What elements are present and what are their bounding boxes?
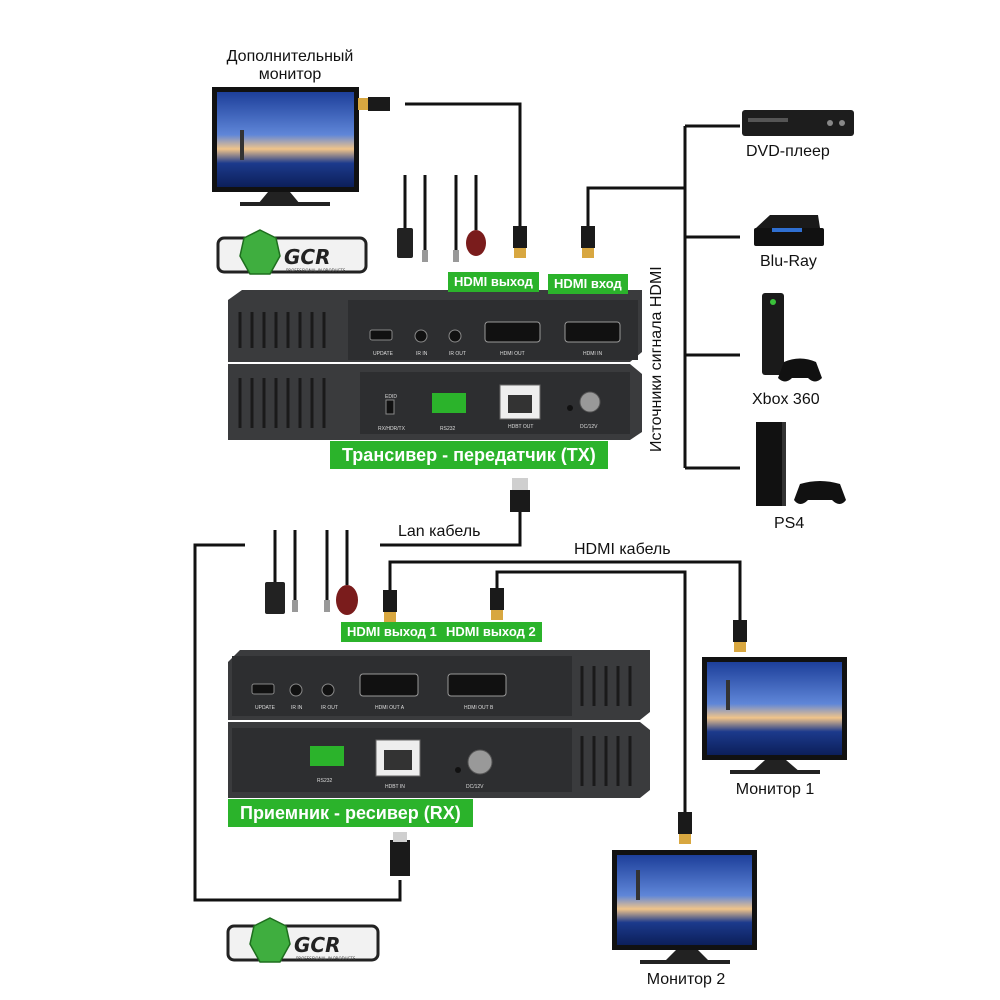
tx-hdmi-out-tag: HDMI выход [448,272,539,292]
hdmi-cable-label: HDMI кабель [574,541,671,558]
svg-text:GCR: GCR [294,933,341,957]
dvd-player-icon [742,110,854,136]
monitor1-label: Монитор 1 [735,781,815,798]
sources-vertical-label: Источники сигнала HDMI [648,266,665,452]
cable-extra-monitor [405,102,522,228]
svg-text:RS232: RS232 [317,778,333,784]
svg-text:IR IN: IR IN [416,351,428,357]
svg-text:IR IN: IR IN [291,705,303,711]
ir-accessories-tx [397,175,486,262]
tx-hdmi-in-tag: HDMI вход [548,274,628,294]
hdmi-plug-icon [513,226,527,258]
svg-text:GCR: GCR [284,245,331,269]
cable-lan-top [380,510,522,547]
svg-text:PROFESSIONAL IN PRODUCTS: PROFESSIONAL IN PRODUCTS [296,956,356,961]
tx-title: Трансивер - передатчик (TX) [330,441,608,469]
svg-text:HDBT IN: HDBT IN [385,784,405,790]
monitor2-label: Монитор 2 [646,971,726,988]
hdmi-plug-icon [490,588,504,620]
rx-hdmi-out1-tag: HDMI выход 1 [341,622,443,642]
svg-text:PROFESSIONAL IN PRODUCTS: PROFESSIONAL IN PRODUCTS [286,268,346,273]
hdmi-plug-icon [733,620,747,652]
bluray-label: Blu-Ray [760,253,817,270]
lan-cable-label: Lan кабель [398,523,481,540]
ir-emitter-icon [466,230,486,256]
rx-hdmi-out2-tag: HDMI выход 2 [440,622,542,642]
svg-text:UPDATE: UPDATE [373,351,394,357]
rj45-plug-icon [390,832,410,876]
svg-text:RS232: RS232 [440,426,456,432]
svg-text:HDBT OUT: HDBT OUT [508,424,533,430]
gcr-logo: GCR PROFESSIONAL IN PRODUCTS [226,917,380,963]
hdmi-plug-icon [358,97,390,111]
monitor-1 [702,657,847,774]
xbox-label: Xbox 360 [752,391,820,408]
gcr-logo: GCR PROFESSIONAL IN PRODUCTS [216,229,368,275]
svg-text:HDMI OUT A: HDMI OUT A [375,705,405,711]
cable-monitor2 [495,570,687,812]
ps4-console-icon [756,422,846,506]
dvd-label: DVD-плеер [746,143,830,160]
svg-text:HDMI IN: HDMI IN [583,351,603,357]
extra-monitor [212,87,359,206]
tx-device: UPDATE IR IN IR OUT HDMI OUT HDMI IN EDI… [228,290,642,440]
svg-text:HDMI OUT B: HDMI OUT B [464,705,494,711]
svg-text:DC/12V: DC/12V [466,784,484,790]
cable-monitor1 [388,560,742,620]
cables [193,102,742,902]
svg-text:IR OUT: IR OUT [321,705,338,711]
monitor-icon [217,92,354,187]
svg-text:HDMI OUT: HDMI OUT [500,351,525,357]
svg-text:RX/HDR/TX: RX/HDR/TX [378,426,406,432]
hdmi-plug-icon [581,226,595,258]
ps4-label: PS4 [774,515,805,532]
svg-text:DC/12V: DC/12V [580,424,598,430]
cable-lan-loop [193,543,402,902]
rx-device: UPDATE IR IN IR OUT HDMI OUT A HDMI OUT … [228,650,650,798]
svg-text:IR OUT: IR OUT [449,351,466,357]
cable-hdmi-in [586,186,685,228]
hdmi-plug-icon [678,812,692,844]
rx-title: Приемник - ресивер (RX) [228,799,473,827]
hdmi-plug-icon [383,590,397,622]
monitor-2 [612,850,757,964]
ir-sensor-icon [397,228,413,258]
ir-accessories-rx [265,530,358,615]
bluray-player-icon [754,215,824,246]
svg-text:EDID: EDID [385,394,397,400]
xbox-console-icon [762,293,822,382]
extra-monitor-label-line1: Дополнительный [226,48,354,65]
svg-text:UPDATE: UPDATE [255,705,276,711]
extra-monitor-label-line2: монитор [258,66,322,83]
rj45-plug-icon [510,478,530,512]
